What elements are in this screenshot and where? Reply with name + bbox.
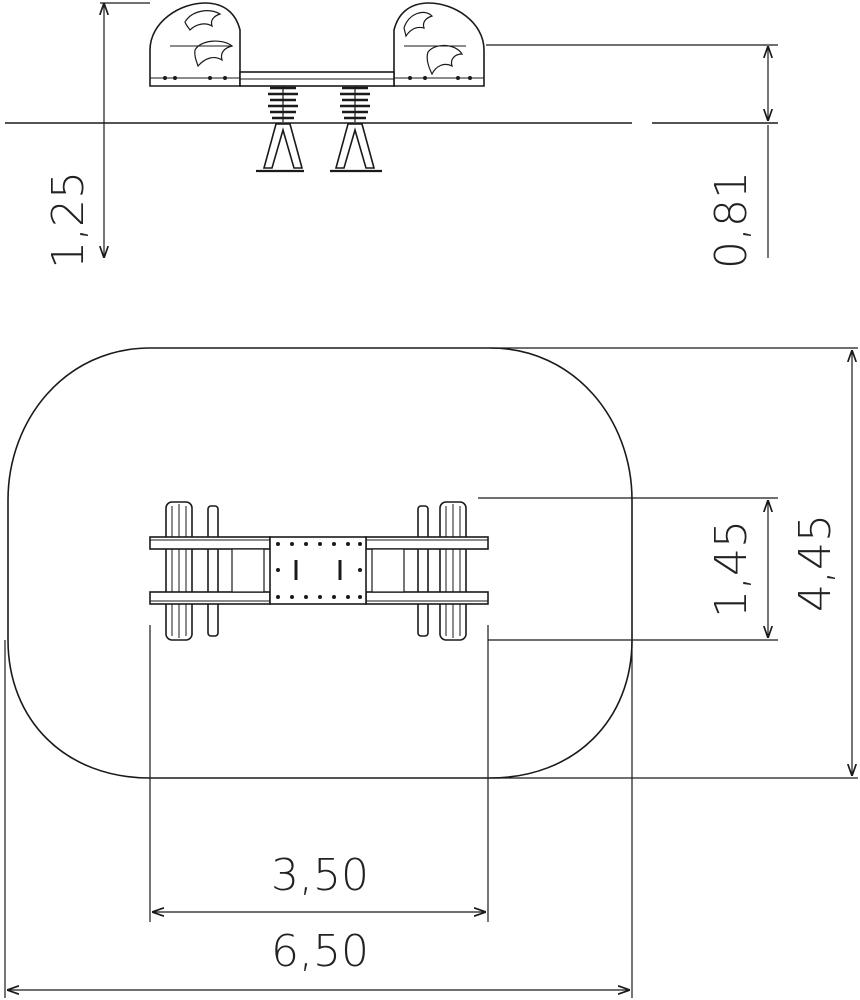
dolphin-icon-2 xyxy=(194,40,234,68)
total-height-label: 1,25 xyxy=(43,171,94,269)
leg-right xyxy=(330,123,382,173)
seat-height-label: 0,81 xyxy=(706,171,757,269)
area-depth-label: 4,45 xyxy=(790,514,841,612)
equipment-length-label: 3,50 xyxy=(271,850,369,901)
dolphin-icon xyxy=(184,10,222,31)
center-plate xyxy=(269,536,367,605)
dolphin-icon-3 xyxy=(403,11,434,38)
dolphin-icon-4 xyxy=(426,44,464,76)
leg-left xyxy=(256,123,304,173)
spring-right xyxy=(340,86,370,122)
spring-left xyxy=(268,86,298,122)
side-view xyxy=(5,2,778,258)
left-dolphin-seat xyxy=(149,2,241,87)
plan-view xyxy=(4,347,858,998)
area-length-label: 6,50 xyxy=(271,926,369,977)
plan-right-seat xyxy=(417,501,467,641)
right-dolphin-seat xyxy=(393,2,485,87)
plan-left-seat xyxy=(165,501,219,641)
equipment-depth-label: 1,45 xyxy=(706,520,757,618)
